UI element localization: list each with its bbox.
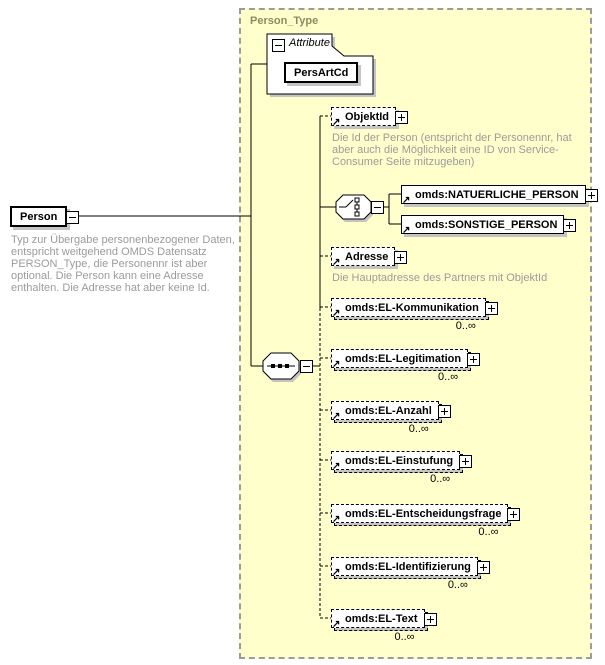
element-label: Adresse xyxy=(345,250,389,263)
person-label: Person xyxy=(20,210,58,223)
expand-toggle[interactable] xyxy=(395,111,409,124)
attribute-persartcd-label: PersArtCd xyxy=(294,66,349,79)
person-element[interactable]: Person xyxy=(10,206,80,227)
occurrence-label: 0..∞ xyxy=(438,371,459,383)
person-collapse-toggle[interactable] xyxy=(66,211,80,224)
occurrence-label: 0..∞ xyxy=(447,579,468,591)
expand-toggle[interactable] xyxy=(437,405,451,418)
element-label: omds:NATUERLICHE_PERSON xyxy=(415,188,579,201)
reference-arrow-icon: ↗ xyxy=(332,461,341,472)
expand-toggle[interactable] xyxy=(584,189,598,202)
element-el-text[interactable]: ↗ omds:EL-Text 0..∞ xyxy=(331,609,437,643)
expand-toggle[interactable] xyxy=(484,302,498,315)
expand-toggle[interactable] xyxy=(459,455,473,468)
occurrence-label: 0..∞ xyxy=(394,631,415,643)
occurrence-label: 0..∞ xyxy=(455,320,476,332)
element-label: omds:EL-Legitimation xyxy=(345,352,462,365)
occurrence-label: 0..∞ xyxy=(430,473,451,485)
element-label: omds:EL-Text xyxy=(345,612,418,625)
reference-arrow-icon: ↗ xyxy=(332,308,341,319)
person-type-container: Person_Type xyxy=(239,8,592,659)
choice-compositor-icon xyxy=(335,194,373,222)
reference-arrow-icon: ↗ xyxy=(332,117,341,128)
element-el-anzahl[interactable]: ↗ omds:EL-Anzahl 0..∞ xyxy=(331,401,451,435)
element-el-identifizierung[interactable]: ↗ omds:EL-Identifizierung 0..∞ xyxy=(331,557,490,591)
expand-toggle[interactable] xyxy=(563,219,577,232)
element-annotation: Die Hauptadresse des Partners mit Objekt… xyxy=(332,272,548,284)
attribute-collapse-toggle[interactable] xyxy=(272,39,285,52)
element-el-kommunikation[interactable]: ↗ omds:EL-Kommunikation 0..∞ xyxy=(331,298,498,332)
reference-arrow-icon: ↗ xyxy=(402,225,411,236)
element-natuerliche-person[interactable]: ↗ omds:NATUERLICHE_PERSON xyxy=(401,185,598,206)
person-annotation: Typ zur Übergabe personenbezogener Daten… xyxy=(11,234,235,294)
element-label: omds:EL-Kommunikation xyxy=(345,301,479,314)
element-el-entscheidungsfrage[interactable]: ↗ omds:EL-Entscheidungsfrage 0..∞ xyxy=(331,504,521,538)
element-objektid[interactable]: ↗ ObjektId Die Id der Person (entspricht… xyxy=(331,107,572,168)
element-label: omds:EL-Identifizierung xyxy=(345,560,471,573)
element-el-einstufung[interactable]: ↗ omds:EL-Einstufung 0..∞ xyxy=(331,451,473,485)
choice-collapse-toggle[interactable] xyxy=(371,201,384,214)
reference-arrow-icon: ↗ xyxy=(332,359,341,370)
reference-arrow-icon: ↗ xyxy=(402,195,411,206)
element-label: omds:EL-Einstufung xyxy=(345,454,454,467)
expand-toggle[interactable] xyxy=(476,561,490,574)
expand-toggle[interactable] xyxy=(394,251,408,264)
reference-arrow-icon: ↗ xyxy=(332,411,341,422)
attribute-section-label: Attribute xyxy=(289,37,330,49)
element-annotation: Die Id der Person (entspricht der Person… xyxy=(332,132,572,168)
expand-toggle[interactable] xyxy=(467,353,481,366)
occurrence-label: 0..∞ xyxy=(408,423,429,435)
reference-arrow-icon: ↗ xyxy=(332,257,341,268)
occurrence-label: 0..∞ xyxy=(478,526,499,538)
element-adresse[interactable]: ↗ Adresse Die Hauptadresse des Partners … xyxy=(331,247,547,284)
person-type-title: Person_Type xyxy=(250,15,319,27)
reference-arrow-icon: ↗ xyxy=(332,619,341,630)
sequence-collapse-toggle[interactable] xyxy=(300,360,313,373)
reference-arrow-icon: ↗ xyxy=(332,514,341,525)
expand-toggle[interactable] xyxy=(507,508,521,521)
expand-toggle[interactable] xyxy=(423,613,437,626)
element-label: omds:EL-Anzahl xyxy=(345,404,432,417)
element-label: omds:SONSTIGE_PERSON xyxy=(415,218,558,231)
element-el-legitimation[interactable]: ↗ omds:EL-Legitimation 0..∞ xyxy=(331,349,481,383)
attribute-persartcd[interactable]: PersArtCd xyxy=(284,62,359,83)
sequence-compositor-icon xyxy=(262,352,301,382)
element-sonstige-person[interactable]: ↗ omds:SONSTIGE_PERSON xyxy=(401,215,577,236)
element-label: ObjektId xyxy=(345,110,390,123)
element-label: omds:EL-Entscheidungsfrage xyxy=(345,507,502,520)
reference-arrow-icon: ↗ xyxy=(332,567,341,578)
